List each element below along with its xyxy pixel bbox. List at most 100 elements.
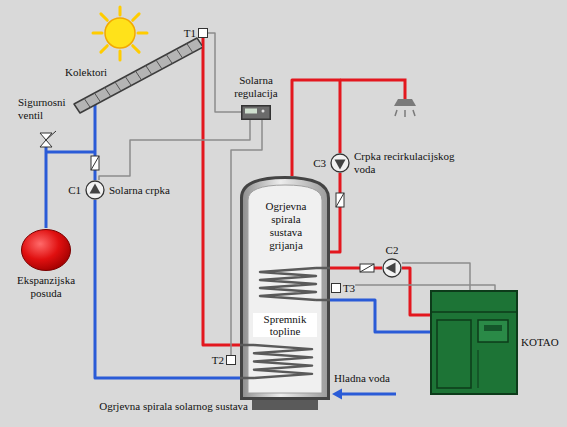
signal-wire — [99, 120, 250, 181]
heating-coil — [260, 268, 316, 300]
check-valve-flap — [91, 156, 99, 170]
circulation-pump: C2 — [382, 244, 402, 278]
pump-label: C1 — [68, 184, 81, 197]
collector-tube — [156, 60, 162, 69]
pump-label: C3 — [313, 157, 326, 170]
pipe-connector — [95, 200, 240, 378]
water-drop — [404, 110, 406, 117]
boiler-casing — [431, 291, 517, 394]
safety-valve-line — [40, 131, 95, 228]
tank-inner — [248, 185, 322, 393]
sun-ray — [119, 7, 122, 15]
sun-rays — [93, 7, 147, 60]
temperature-sensor: T1 — [184, 27, 208, 40]
vessel-pipe — [45, 147, 48, 228]
controller-box — [241, 105, 271, 120]
boiler-body — [430, 290, 518, 395]
pipe-connector — [402, 268, 430, 315]
collector-tube — [177, 49, 183, 58]
sensor-label: T3 — [343, 282, 355, 295]
boiler-panel — [478, 320, 508, 342]
part-label: Sigurnosni ventil — [18, 96, 74, 122]
boiler-door — [437, 320, 471, 388]
boiler-display — [484, 325, 502, 331]
coil-connection — [240, 344, 254, 347]
pump-symbol — [330, 153, 350, 173]
vessel-label: Ekspanzijska posuda — [13, 274, 79, 300]
safety-valve — [40, 140, 52, 147]
sensor-square — [226, 355, 236, 365]
boiler-label: KOTAO — [521, 336, 559, 349]
collector-tube — [136, 71, 142, 80]
sun-disc — [105, 18, 135, 48]
coil-connection — [316, 299, 330, 302]
pump-description: Solarna crpka — [109, 184, 170, 197]
boiler: KOTAO — [430, 290, 559, 395]
collector-tube — [125, 77, 131, 86]
pipe-connector — [203, 38, 240, 345]
cold-water-pipe — [340, 393, 396, 396]
vessel-body — [22, 230, 71, 271]
vessel-shape — [20, 228, 72, 272]
tank-label: Spremnik topline — [253, 313, 317, 337]
pump-arrow — [335, 160, 346, 170]
water-drop — [413, 110, 415, 116]
water-drop — [395, 110, 397, 116]
valve-vent — [46, 131, 56, 140]
pump-symbol — [85, 180, 105, 200]
pump-arrow — [90, 184, 101, 194]
pipe-stub — [94, 105, 97, 118]
collector-tube — [84, 99, 90, 108]
expansion-vessel: Ekspanzijska posuda — [13, 228, 79, 300]
circulation-pump: C1 Solarna crpka — [68, 180, 170, 200]
solar-controller: Solarna regulacija — [228, 74, 284, 120]
solar-coil — [254, 345, 312, 378]
part-label: Ogrjevna spirala sustava grijanja — [257, 200, 315, 252]
pipe-connector — [330, 173, 340, 252]
pipe-connector — [94, 118, 97, 180]
signal-wire — [208, 33, 241, 112]
sun — [93, 7, 147, 60]
pump-label: C2 — [386, 244, 399, 257]
collector-tube — [115, 82, 121, 91]
pump-casing — [331, 154, 349, 172]
sun-ray — [133, 14, 139, 20]
temperature-sensor: T3 — [331, 282, 355, 295]
sensor-label: T1 — [184, 27, 196, 40]
tank-base — [252, 399, 318, 410]
vessel-pipe — [46, 151, 95, 154]
boiler-seam — [478, 350, 479, 388]
pump-description: Crpka recirkulacijskog voda — [354, 150, 462, 176]
collector-tube — [105, 88, 111, 97]
sensor-label: T2 — [212, 354, 224, 367]
pipe-connector — [330, 300, 430, 332]
boiler-top-band — [431, 311, 517, 313]
check-valve-body — [360, 264, 374, 272]
shower — [340, 80, 416, 117]
hot-water-pipe — [340, 80, 405, 99]
check-valve-flap — [360, 264, 374, 272]
check-valve — [91, 156, 99, 170]
collector-tube — [146, 66, 152, 75]
sun-ray — [119, 51, 122, 60]
controller-display — [245, 108, 257, 113]
sensor-square — [198, 28, 208, 38]
signal-wire — [402, 263, 470, 290]
collector-label: Kolektori — [65, 66, 107, 79]
part-label: Ogrjevna spirala solarnog sustava — [99, 400, 248, 413]
check-valve-body — [91, 156, 99, 170]
sensor-square — [331, 283, 341, 293]
cold-water-inlet — [332, 389, 396, 400]
pump-casing — [86, 181, 104, 199]
collector-tube — [187, 44, 193, 53]
pump-casing — [383, 259, 401, 277]
sun-ray — [101, 46, 107, 52]
controller-label: Solarna regulacija — [228, 74, 284, 100]
sun-ray — [138, 32, 147, 35]
collector-tube — [166, 55, 172, 64]
check-valve-flap — [336, 193, 344, 207]
sun-ray — [133, 46, 139, 52]
check-valve — [336, 193, 344, 207]
circulation-pump: C3 Crpka recirkulacijskog voda — [313, 150, 462, 176]
